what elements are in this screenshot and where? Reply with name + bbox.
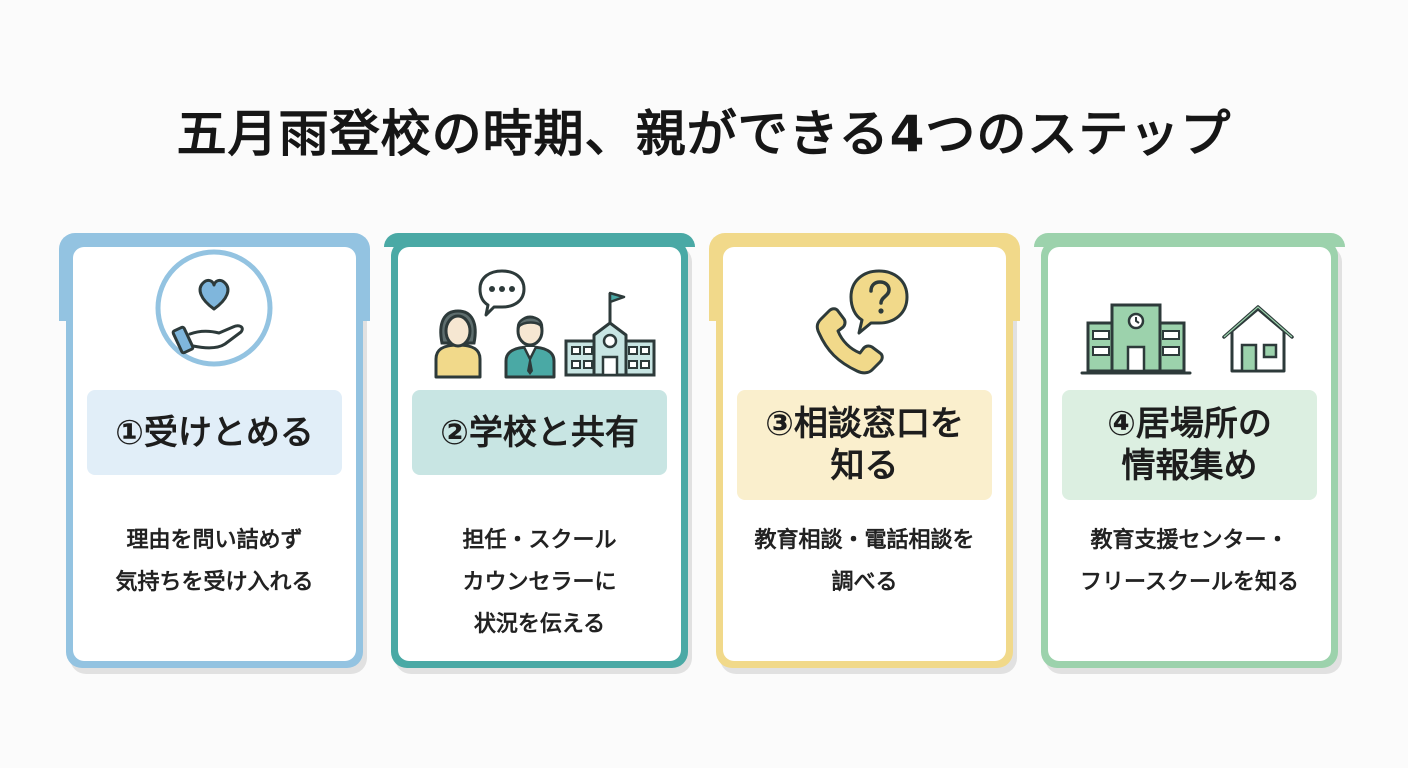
step-card-1: ①受けとめる 理由を問い詰めず 気持ちを受け入れる — [59, 233, 370, 668]
step-1-description: 理由を問い詰めず 気持ちを受け入れる — [79, 520, 350, 604]
description-line: 気持ちを受け入れる — [115, 570, 314, 595]
step-label-line: ③相談窓口を — [765, 404, 964, 444]
step-label-line: ①受けとめる — [115, 412, 314, 453]
school-building-icon — [564, 291, 656, 377]
description-line: 教育支援センター・ — [1090, 528, 1289, 553]
step-3-label-box: ③相談窓口を 知る — [737, 390, 992, 500]
step-card-3: ③相談窓口を 知る 教育相談・電話相談を 調べる — [709, 233, 1020, 668]
page-title: 五月雨登校の時期、親ができる4つのステップ — [176, 105, 1232, 163]
step-card-2: ②学校と共有 担任・スクール カウンセラーに 状況を伝える — [384, 233, 695, 668]
step-4-icon-area — [1048, 247, 1331, 387]
parent-icon — [434, 309, 482, 379]
step-label-line: 情報集め — [1121, 446, 1258, 486]
speech-bubble-icon — [478, 269, 526, 317]
step-1-icon-area — [73, 247, 356, 387]
description-line: カウンセラーに — [462, 570, 617, 595]
step-card-4: ④居場所の 情報集め 教育支援センター・ フリースクールを知る — [1034, 233, 1345, 668]
phone-icon — [815, 307, 884, 375]
step-3-description: 教育相談・電話相談を 調べる — [729, 520, 1000, 604]
description-line: 担任・スクール — [462, 528, 617, 553]
step-label-line: ②学校と共有 — [440, 412, 639, 453]
description-line: 教育相談・電話相談を — [754, 528, 975, 553]
step-label-line: 知る — [830, 446, 899, 486]
step-2-label-box: ②学校と共有 — [412, 390, 667, 475]
step-2-description: 担任・スクール カウンセラーに 状況を伝える — [404, 520, 675, 646]
description-line: 状況を伝える — [473, 612, 606, 637]
description-line: フリースクールを知る — [1080, 570, 1299, 595]
hand-heart-icon — [155, 249, 273, 367]
support-center-building-icon — [1080, 303, 1192, 375]
step-1-label-box: ①受けとめる — [87, 390, 342, 475]
teacher-icon — [504, 315, 556, 379]
house-icon — [1222, 305, 1294, 373]
step-label-line: ④居場所の — [1107, 404, 1272, 444]
question-bubble-icon — [849, 269, 909, 335]
step-4-description: 教育支援センター・ フリースクールを知る — [1054, 520, 1325, 604]
step-2-icon-area — [398, 247, 681, 387]
description-line: 理由を問い詰めず — [126, 528, 303, 553]
description-line: 調べる — [831, 570, 898, 595]
card-header-band — [1034, 233, 1345, 247]
card-header-band — [384, 233, 695, 247]
step-4-label-box: ④居場所の 情報集め — [1062, 390, 1317, 500]
step-3-icon-area — [723, 247, 1006, 387]
